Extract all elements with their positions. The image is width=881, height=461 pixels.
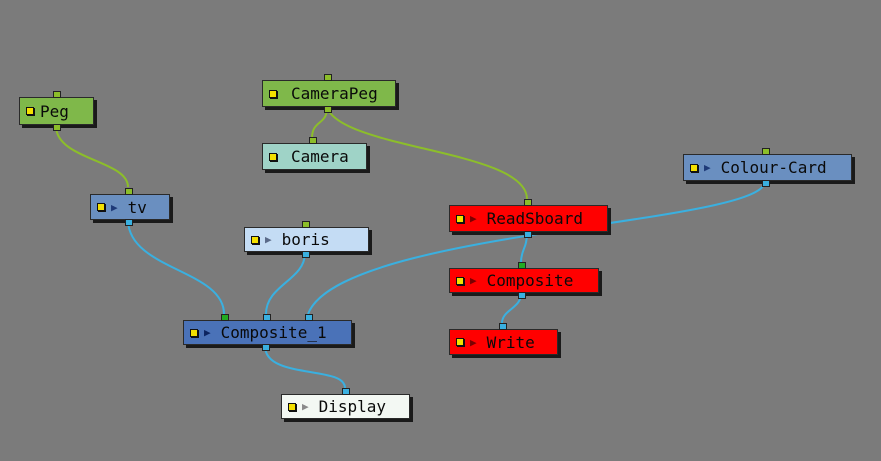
input-port-1[interactable] (221, 314, 229, 321)
output-port[interactable] (324, 106, 332, 113)
input-port[interactable] (53, 91, 61, 98)
node-color-swatch[interactable] (456, 276, 464, 285)
node-label: Peg (40, 101, 69, 121)
wire-colourcard-composite1[interactable] (307, 181, 766, 315)
node-boris[interactable]: ▶ boris (244, 221, 369, 258)
node-color-swatch[interactable] (456, 214, 464, 223)
node-write[interactable]: ▶ Write (449, 323, 558, 355)
input-port-2[interactable] (263, 314, 271, 321)
play-icon[interactable]: ▶ (204, 326, 211, 339)
node-composite-1[interactable]: ▶ Composite_1 (183, 314, 352, 351)
node-label: CameraPeg (291, 84, 378, 103)
node-colour-card[interactable]: ▶ Colour-Card (683, 148, 852, 187)
node-label: Composite_1 (220, 323, 327, 342)
play-icon[interactable]: ▶ (470, 335, 477, 349)
play-icon[interactable]: ▶ (470, 212, 477, 225)
node-label: Colour-Card (720, 158, 827, 177)
node-composite[interactable]: ▶ Composite (449, 262, 599, 299)
play-icon[interactable]: ▶ (265, 233, 272, 246)
node-color-swatch[interactable] (456, 338, 464, 346)
node-color-swatch[interactable] (26, 107, 34, 115)
node-label: Display (318, 397, 387, 416)
node-color-swatch[interactable] (690, 163, 698, 172)
output-port[interactable] (524, 231, 532, 238)
node-tv[interactable]: ▶ tv (90, 188, 170, 226)
input-port[interactable] (524, 199, 532, 206)
play-icon[interactable]: ▶ (470, 274, 477, 287)
node-color-swatch[interactable] (269, 152, 277, 161)
node-label: Write (486, 332, 535, 352)
input-port[interactable] (342, 388, 350, 395)
node-color-swatch[interactable] (251, 235, 259, 244)
input-port[interactable] (324, 74, 332, 81)
node-camerapeg[interactable]: CameraPeg (262, 74, 396, 113)
input-port[interactable] (309, 137, 317, 144)
output-port[interactable] (302, 251, 310, 258)
wire-tv-composite1[interactable] (127, 220, 225, 315)
node-readsboard[interactable]: ▶ ReadSboard (449, 199, 608, 238)
input-port-3[interactable] (305, 314, 313, 321)
node-label: Camera (291, 147, 349, 166)
node-label: tv (127, 197, 147, 217)
play-icon[interactable]: ▶ (302, 400, 309, 413)
output-port[interactable] (125, 219, 133, 226)
wire-peg-tv[interactable] (55, 125, 129, 188)
wire-composite1-display[interactable] (264, 345, 346, 389)
node-color-swatch[interactable] (288, 402, 296, 411)
node-label: boris (281, 230, 330, 249)
node-color-swatch[interactable] (269, 89, 277, 98)
node-color-swatch[interactable] (190, 328, 198, 337)
output-port[interactable] (518, 292, 526, 299)
input-port[interactable] (302, 221, 310, 228)
wire-camerapeg-readsboard[interactable] (326, 107, 528, 200)
input-port[interactable] (518, 262, 526, 269)
output-port[interactable] (762, 180, 770, 187)
node-camera[interactable]: Camera (262, 137, 367, 170)
output-port[interactable] (53, 124, 61, 131)
play-icon[interactable]: ▶ (704, 161, 711, 174)
node-label: ReadSboard (486, 209, 583, 228)
input-port[interactable] (125, 188, 133, 195)
input-port[interactable] (499, 323, 507, 330)
node-display[interactable]: ▶ Display (281, 388, 410, 419)
node-peg[interactable]: Peg (19, 91, 94, 131)
node-color-swatch[interactable] (97, 203, 105, 211)
wire-boris-composite1[interactable] (265, 252, 306, 315)
input-port[interactable] (762, 148, 770, 155)
node-label: Composite (486, 271, 574, 290)
output-port[interactable] (262, 344, 270, 351)
play-icon[interactable]: ▶ (111, 200, 118, 214)
